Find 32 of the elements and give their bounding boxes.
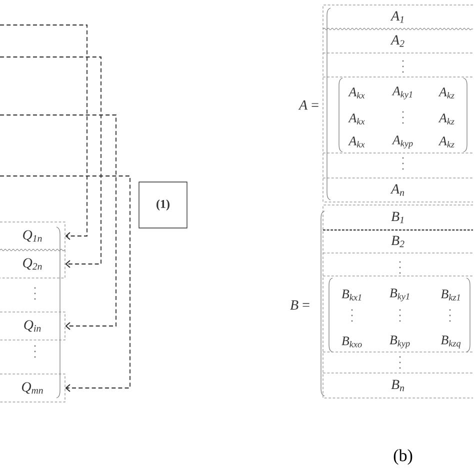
matrix-row: Q$_{2n}$ [0, 250, 66, 278]
matrix-entry: A$_{kz}$ [438, 114, 454, 124]
caption: (b) [394, 449, 412, 465]
arrow [0, 24, 88, 240]
matrix-entry: A$_{ky1}$ [392, 86, 412, 100]
matrix-entry: A$_{kx}$ [348, 114, 365, 124]
matrix-entry: A$_{kx}$ [348, 88, 365, 98]
arrow [0, 114, 116, 330]
matrix-row: Q$_{in}$ [0, 312, 66, 340]
matrix-entry: B$_{kx1}$ [342, 290, 362, 300]
matrix-row: A$_{1}$ [322, 11, 474, 30]
arrow [0, 176, 130, 392]
matrix-row: Q$_{1n}$ [0, 222, 66, 252]
arrow [0, 56, 102, 268]
matrix-entry: A$_{kx}$ [348, 136, 365, 148]
matrix-entry: B$_{kzq}$ [440, 336, 461, 348]
matrix-entry: B$_{kxo}$ [342, 336, 362, 348]
matrix-entry: A$_{kz}$ [438, 136, 454, 148]
matrix-entry: A$_{kyp}$ [392, 136, 413, 148]
matrix-entry: A$_{kz}$ [438, 88, 454, 98]
matrix-row: A$_{n}$ [322, 178, 474, 196]
label-box: (1) [138, 182, 188, 228]
matrix-row: B$_{1}$ [323, 212, 473, 231]
matrix-entry: B$_{kz1}$ [440, 290, 460, 300]
equation-label: A = [298, 100, 318, 110]
matrix-entry: B$_{ky1}$ [390, 288, 410, 302]
matrix-row: A$_{2}$ [322, 35, 474, 54]
matrix-row: B$_{2}$ [322, 236, 474, 254]
matrix-entry: B$_{kyp}$ [390, 336, 410, 348]
equation-label: B = [290, 300, 310, 310]
matrix-row: B$_{n}$ [322, 372, 474, 392]
matrix-row: Q$_{mn}$ [0, 374, 66, 402]
